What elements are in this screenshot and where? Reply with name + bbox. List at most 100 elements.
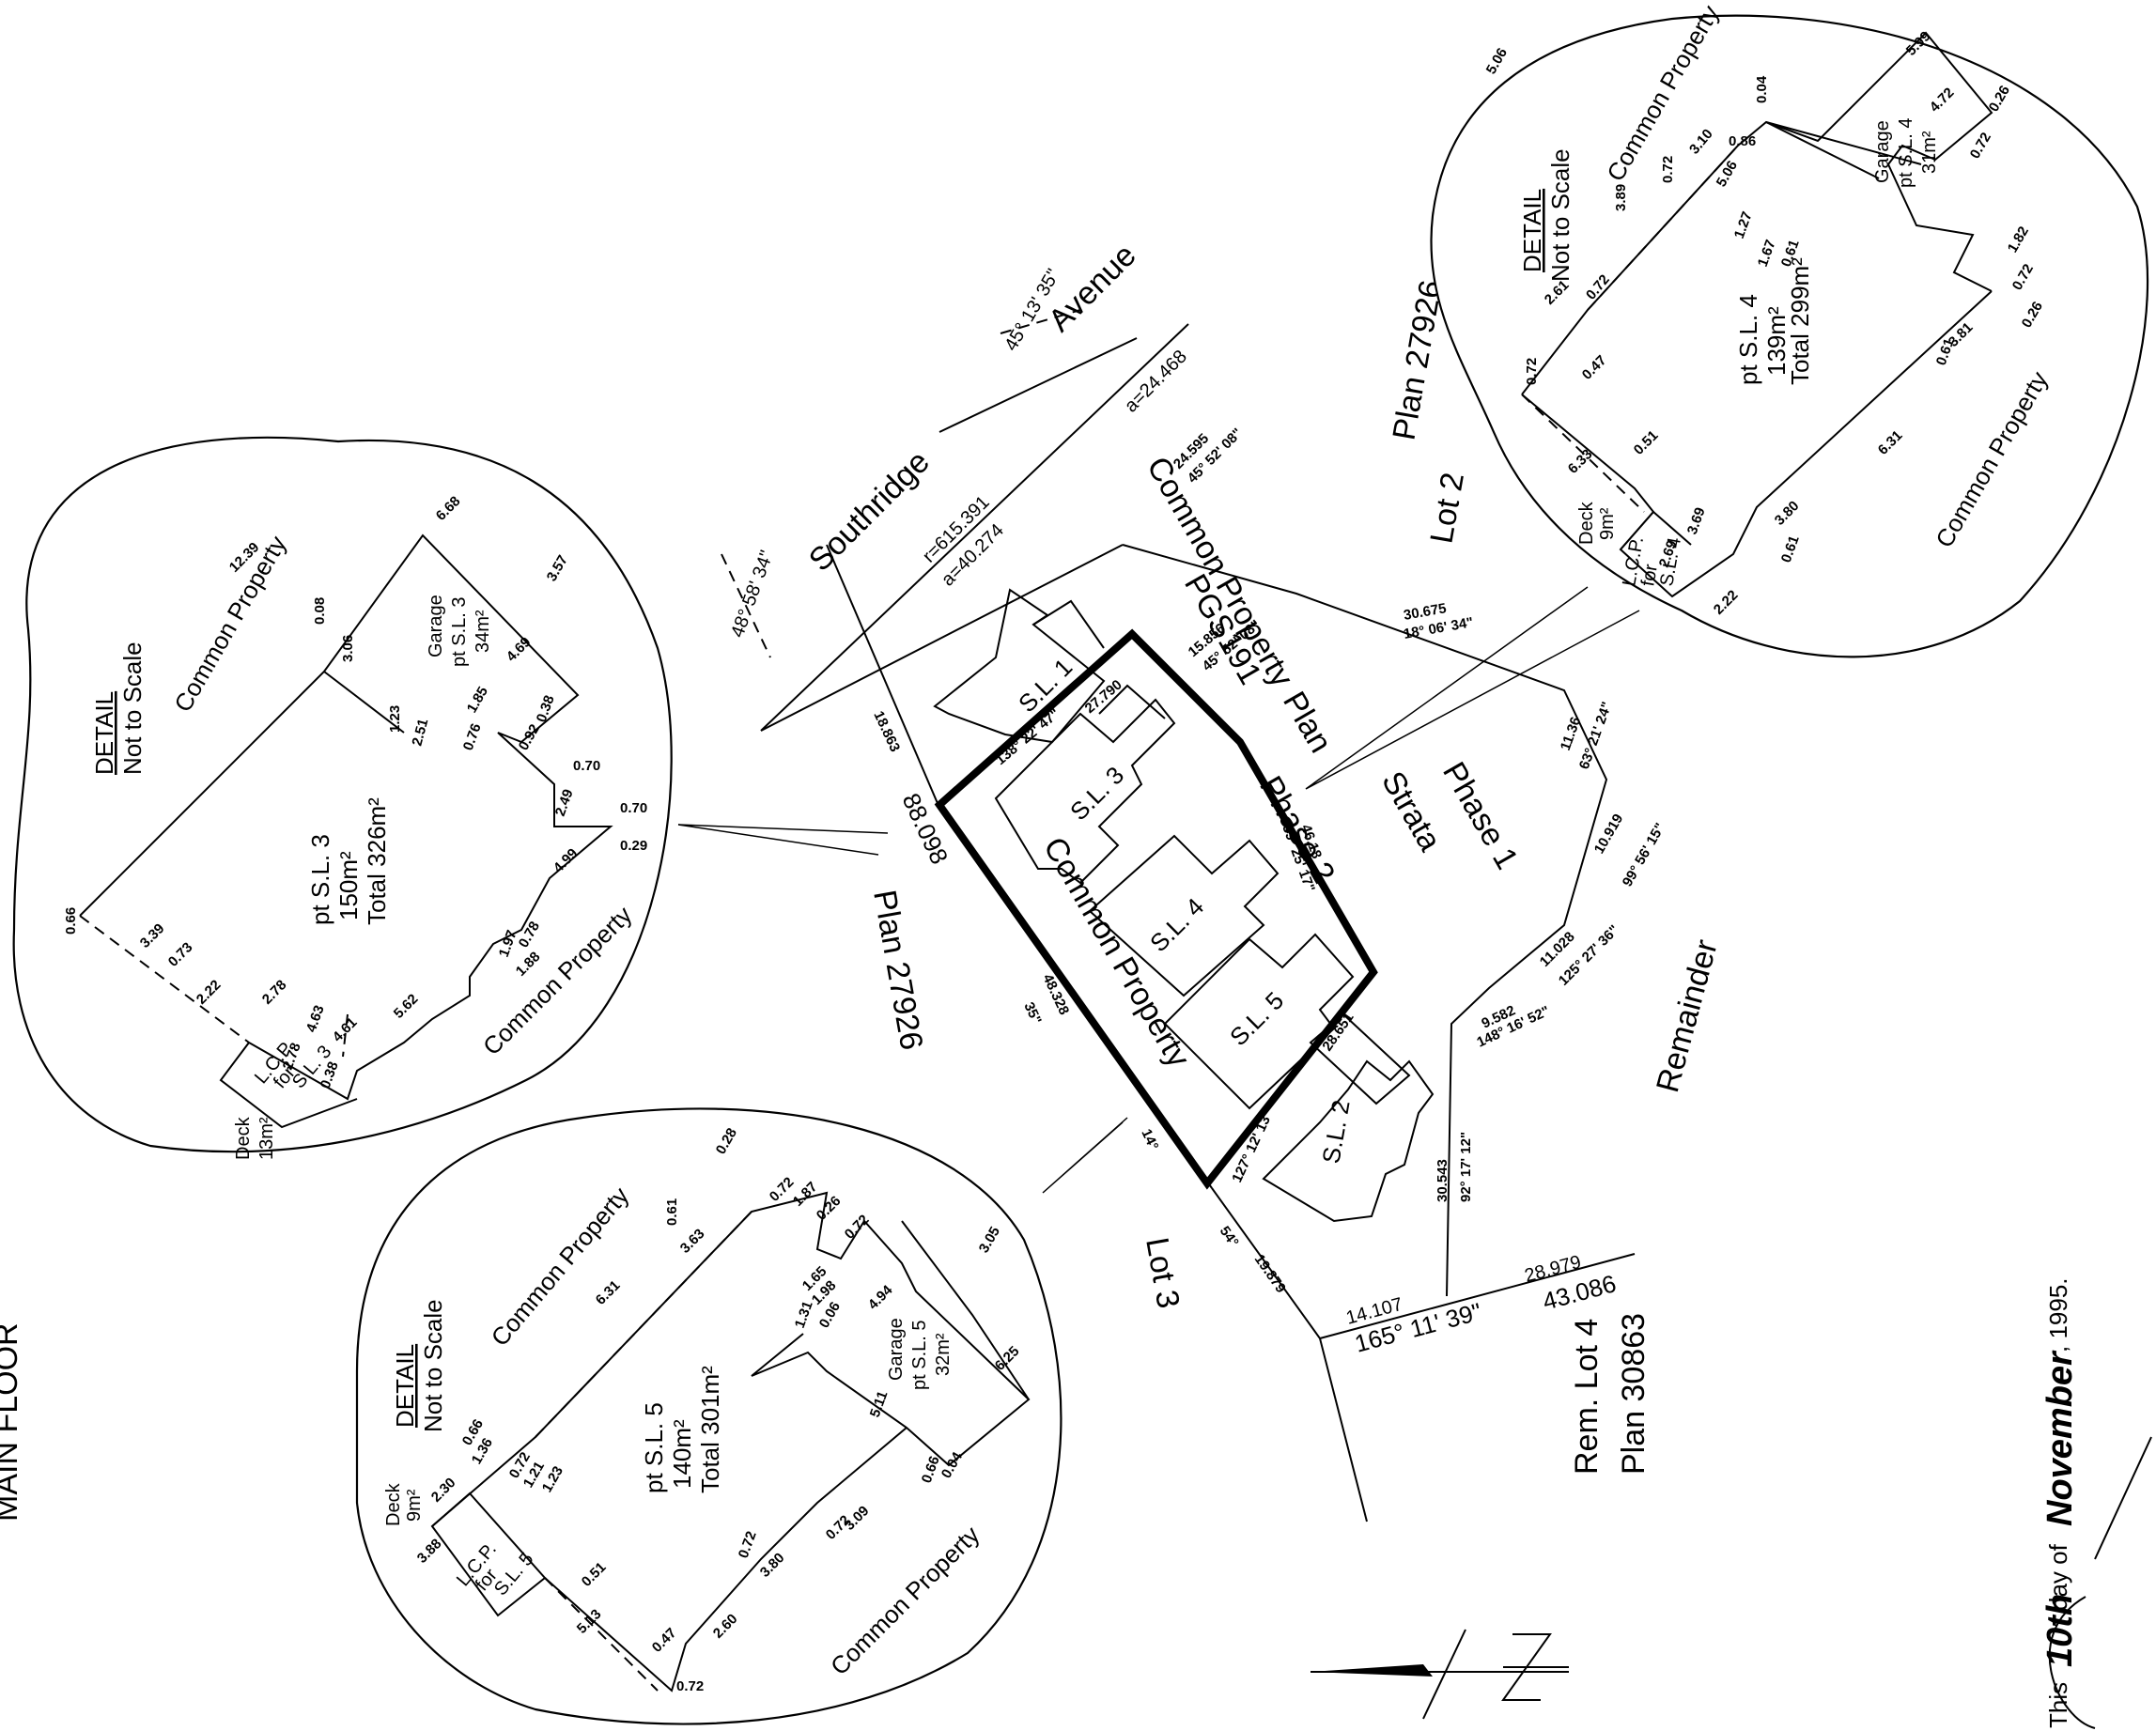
strata-lot-3: S.L. 3 [994, 684, 1176, 885]
dim-main: 54° [1217, 1224, 1242, 1250]
detail-sl5-title: pt S.L. 5 [640, 1402, 668, 1493]
detail-sl4-area: 139m² [1762, 306, 1791, 376]
detail-subheader: Not to Scale [1546, 148, 1574, 282]
plan-27926-left-label: Plan 27926 [866, 888, 929, 1053]
dim-main: 138° 22' 47" [993, 705, 1063, 768]
strata-label: Strata [1374, 765, 1448, 858]
southridge-bearing-dash [721, 553, 771, 658]
dim-main: 10.919 [1591, 811, 1627, 857]
detail-dimension-label: 3.89 [1613, 184, 1629, 211]
detail-sl5-garage-area: 32m² [933, 1333, 954, 1376]
detail-sl5-deck-area: 9m² [404, 1489, 425, 1522]
southridge-label: Southridge [802, 443, 937, 578]
date-suffix: , 1995. [2044, 1277, 2072, 1352]
detail-dimension-label: 0.70 [620, 800, 647, 816]
detail-sl4-total: Total 299m² [1786, 257, 1814, 385]
leader-sl3 [677, 824, 889, 856]
southridge-cross-line [826, 544, 940, 809]
detail-dimension-label: 3.06 [340, 635, 356, 662]
strata-lot-5: S.L. 5 [1163, 933, 1355, 1110]
page-side-title: MAIN FLOOR [0, 1322, 24, 1522]
detail-dimension-label: 1.23 [387, 705, 403, 733]
detail-sl5-total: Total 301m² [696, 1366, 724, 1493]
sl5-label: S.L. 5 [1224, 986, 1289, 1051]
strata-lot-1: S.L. 1 [933, 588, 1106, 744]
north-arrow [1311, 1629, 1569, 1720]
lot-boundary-sw [1211, 1187, 1368, 1522]
detail-sl5-garage-label: pt S.L. 5 [909, 1321, 930, 1391]
detail-bubble-sl3: DETAIL Not to Scale Common Property Comm… [12, 436, 673, 1160]
date-middle: day of [2044, 1543, 2072, 1611]
dim-main: 99° 56' 15" [1620, 820, 1668, 889]
lot-3-label: Lot 3 [1139, 1235, 1187, 1311]
phase-2-boundary [934, 628, 1378, 1190]
detail-sl4-garage: Garage [1872, 120, 1893, 183]
dim-main: 18.863 [870, 709, 903, 755]
plan-30863-label: Plan 30863 [1616, 1313, 1652, 1475]
detail-header: DETAIL [1518, 189, 1546, 272]
date-prefix: This [2044, 1682, 2072, 1728]
detail-dimension-label: 0.29 [620, 838, 647, 854]
lot-boundary-south [1319, 1253, 1636, 1339]
signature-stroke [2048, 1436, 2152, 1729]
detail-sl5-garage: Garage [886, 1318, 907, 1381]
date-line: This 10th day of November , 1995. [2040, 1277, 2152, 1729]
date-month: November [2040, 1350, 2080, 1526]
southridge-lower-line [760, 544, 1124, 732]
dim-main: 63° 21' 24" [1576, 700, 1616, 771]
detail-sl3-deck: Deck [233, 1116, 254, 1160]
remainder-label: Remainder [1650, 936, 1725, 1096]
leader-sl5 [1042, 1117, 1128, 1194]
dim-main: 35" [1020, 1000, 1044, 1028]
detail-dimension-label: 0.72 [1660, 156, 1676, 183]
detail-sl4-title: pt S.L. 4 [1734, 294, 1762, 385]
detail-dimension-label: 0.04 [1754, 75, 1770, 103]
detail-sl4-deck-area: 9m² [1597, 507, 1618, 540]
avenue-bearing-dash [1000, 309, 1081, 334]
detail-subheader: Not to Scale [118, 641, 147, 775]
detail-subheader: Not to Scale [419, 1299, 447, 1432]
detail-sl4-garage-area: 31m² [1919, 131, 1940, 174]
sl3-label: S.L. 3 [1064, 761, 1129, 826]
detail-dimension-label: 2.51 [409, 717, 431, 748]
dim-main: 11.36 [1558, 715, 1585, 752]
detail-dimension-label: 0.70 [573, 758, 600, 774]
southridge-bearing: 48° 58' 34" [727, 548, 778, 640]
detail-sl4-garage-label: pt S.L. 4 [1896, 118, 1916, 189]
plan-top-label: Plan [1276, 686, 1339, 759]
detail-sl5-area: 140m² [668, 1419, 696, 1489]
detail-dimension-label: 0.86 [1729, 133, 1756, 149]
detail-dimension-label: 0.61 [664, 1198, 680, 1226]
dim-main: 19.879 [1251, 1252, 1289, 1296]
detail-sl3-area: 150m² [334, 851, 363, 920]
detail-sl4-deck: Deck [1576, 501, 1597, 545]
detail-sl3-title: pt S.L. 3 [306, 834, 334, 925]
lot-2-label: Lot 2 [1423, 470, 1471, 546]
detail-sl3-garage-label: pt S.L. 3 [449, 597, 470, 668]
detail-dimension-label: 0.72 [1524, 358, 1540, 385]
arc-a-label: a=24.468 [1121, 347, 1191, 417]
detail-dimension-label: 0.66 [63, 907, 79, 935]
detail-sl3-deck-area: 13m² [256, 1117, 277, 1160]
detail-sl3-total: Total 326m² [363, 797, 391, 925]
detail-bubble-sl5: DETAIL Not to Scale Common Property Comm… [355, 1107, 1062, 1725]
detail-sl5-deck: Deck [383, 1482, 404, 1526]
dim-main: 48.328 [1039, 972, 1072, 1018]
southridge-line [938, 337, 1138, 433]
detail-header: DETAIL [391, 1344, 419, 1428]
sl4-label: S.L. 4 [1144, 892, 1209, 957]
avenue-line [760, 323, 1189, 732]
dim-main: 30.543 [1435, 1159, 1450, 1202]
leader-sl4 [1305, 586, 1640, 790]
detail-sl3-garage-area: 34m² [473, 610, 493, 653]
strata-lot-2: S.L. 2 [1262, 1012, 1435, 1223]
detail-sl4-lcp-for: for [1637, 563, 1662, 588]
north-arrow-head [1311, 1664, 1433, 1677]
detail-dimension-label: 5.06 [1483, 45, 1511, 77]
dim-main: 92° 17' 12" [1458, 1132, 1474, 1202]
detail-header: DETAIL [90, 691, 118, 775]
lot-boundary-east [1122, 544, 1608, 1297]
common-property-main-label: Common Property [1036, 831, 1197, 1074]
sl2-label: S.L. 2 [1316, 1098, 1355, 1166]
